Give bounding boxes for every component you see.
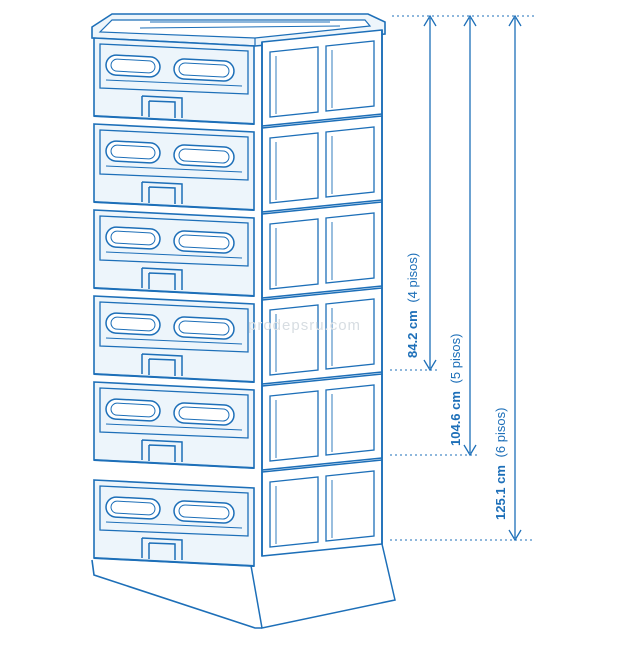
lid: [91, 13, 386, 47]
drawer-2[interactable]: [93, 123, 255, 211]
dimension-value: 125.1 cm: [493, 465, 508, 520]
drawer-4[interactable]: [93, 295, 255, 383]
dimension-note: (6 pisos): [493, 408, 508, 458]
dimension-note: (4 pisos): [405, 253, 420, 303]
watermark: prodepsru.com: [248, 317, 361, 334]
dimension-label-4: 84.2 cm (4 pisos): [405, 253, 420, 358]
drawer-1[interactable]: [93, 37, 255, 125]
drawer-5[interactable]: [93, 381, 255, 469]
drawer-6[interactable]: [93, 479, 255, 567]
dimension-note: (5 pisos): [448, 334, 463, 384]
side-frame: [249, 29, 396, 629]
dimension-value: 104.6 cm: [448, 391, 463, 446]
drawer-3[interactable]: [93, 209, 255, 297]
dimension-label-5: 104.6 cm (5 pisos): [448, 334, 463, 446]
dimension-lines: [390, 14, 535, 542]
dimension-value: 84.2 cm: [405, 310, 420, 358]
dimension-label-6: 125.1 cm (6 pisos): [493, 408, 508, 520]
drawer-stack: [91, 37, 262, 629]
